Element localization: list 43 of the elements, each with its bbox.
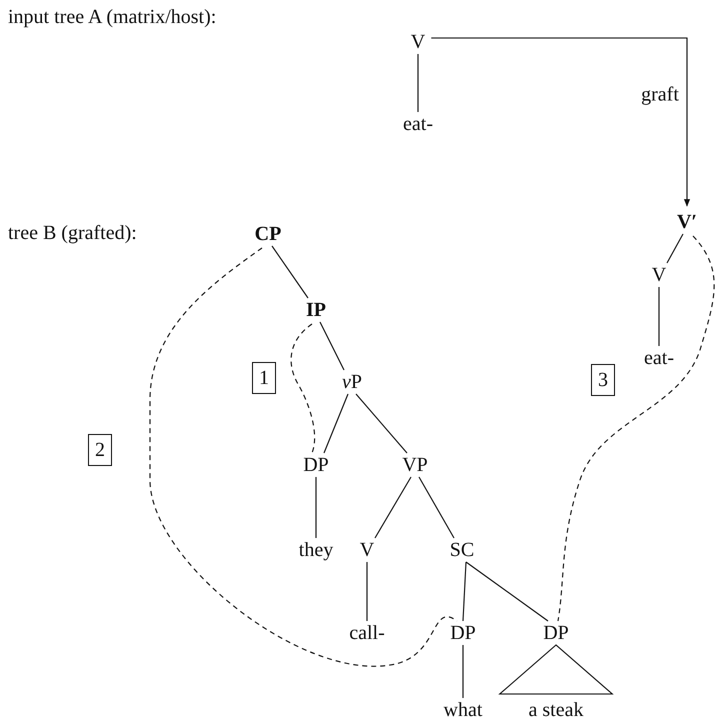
tree-label: vP [340, 370, 364, 394]
numbered-box: 2 [88, 434, 112, 466]
tree-label: DP [541, 621, 571, 645]
tree-label: eat- [642, 346, 676, 370]
tree-label: SC [448, 538, 476, 562]
tree-label: call- [347, 621, 387, 645]
tree-branch [374, 476, 412, 538]
numbered-box: 1 [252, 362, 276, 394]
tree-label: a steak [526, 698, 586, 722]
numbered-box: 3 [591, 364, 615, 396]
movement-path [149, 248, 458, 666]
roof-triangle [498, 644, 614, 695]
tree-label: V [358, 538, 376, 562]
tree-branch [462, 562, 467, 622]
tree-branch [320, 322, 344, 370]
tree-caption: input tree A (matrix/host): [8, 6, 216, 29]
tree-label: they [296, 538, 336, 562]
movement-path [557, 236, 715, 622]
tree-label: DP [301, 453, 331, 477]
tree-label: VP [400, 453, 430, 477]
tree-label: IP [304, 298, 328, 322]
tree-label: V [408, 30, 428, 54]
tree-branch [462, 645, 464, 698]
tree-branch [272, 246, 308, 298]
tree-branch [324, 394, 348, 454]
tree-label: what [442, 698, 484, 722]
tree-branch [356, 394, 408, 454]
tree-branch [417, 54, 419, 112]
tree-label: CP [252, 222, 284, 246]
graft-arrow [431, 37, 690, 207]
tree-label: V [650, 263, 668, 287]
edge-label: graft [641, 84, 679, 106]
tree-branch [666, 234, 684, 264]
tree-branch [315, 477, 317, 538]
tree-label: DP [448, 621, 478, 645]
tree-label: V′ [674, 210, 700, 234]
tree-label: eat- [401, 112, 435, 136]
movement-path [290, 324, 316, 454]
tree-caption: tree B (grafted): [8, 222, 137, 245]
tree-branch [366, 562, 368, 621]
tree-branch [418, 476, 454, 538]
tree-branch [658, 287, 660, 346]
tree-branch [466, 562, 548, 622]
